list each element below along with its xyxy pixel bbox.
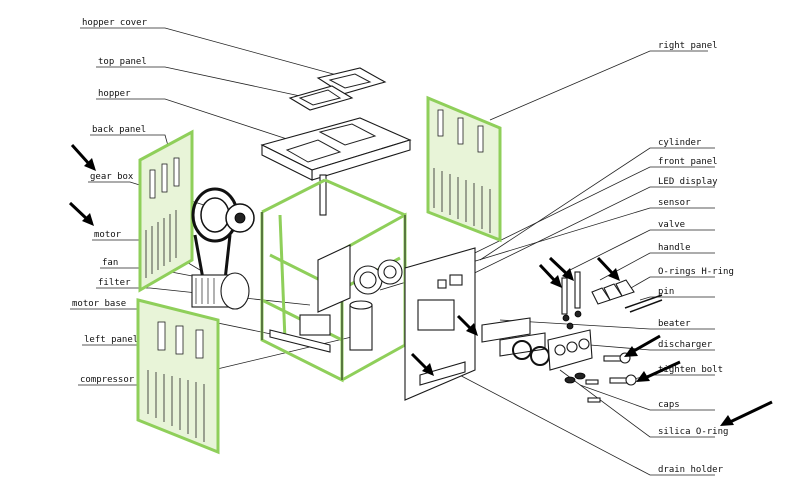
front-panel-part <box>404 247 476 401</box>
label-hopper: hopper <box>98 89 131 99</box>
back-panel-part <box>138 129 194 293</box>
label-tighten-bolt: tighten bolt <box>658 365 723 375</box>
label-cylinder: cylinder <box>658 138 702 148</box>
label-sensor: sensor <box>658 198 691 208</box>
label-back-panel: back panel <box>92 125 146 135</box>
label-filter: filter <box>98 278 131 288</box>
valve-part <box>561 271 582 330</box>
label-motor-base: motor base <box>72 299 126 309</box>
label-drain-holder: drain holder <box>658 465 724 475</box>
label-left-panel: left panel <box>84 335 138 345</box>
label-silica-o-ring: silica O-ring <box>658 427 728 437</box>
label-valve: valve <box>658 220 685 230</box>
motor-gearbox-part <box>191 187 255 310</box>
label-right-panel: right panel <box>658 41 718 51</box>
tighten-bolt-part <box>603 352 637 386</box>
left-panel-part <box>136 298 220 455</box>
label-motor: motor <box>94 230 122 240</box>
handle-part <box>591 279 635 305</box>
label-o-rings-h-ring: O-rings H-ring <box>658 267 734 277</box>
label-front-panel: front panel <box>658 157 718 167</box>
caps-part <box>564 372 601 403</box>
label-compressor: compressor <box>80 375 135 385</box>
label-handle: handle <box>658 243 691 253</box>
label-discharger: discharger <box>658 340 713 350</box>
compressor-part <box>269 244 403 353</box>
label-gear-box: gear box <box>90 172 134 182</box>
label-pin: pin <box>658 287 674 297</box>
label-led-display: LED display <box>658 177 718 187</box>
discharger-part <box>547 329 593 371</box>
label-top-panel: top panel <box>98 57 147 67</box>
pointer-arrows <box>68 143 773 426</box>
label-fan: fan <box>102 258 118 268</box>
beater-part <box>481 317 550 366</box>
label-beater: beater <box>658 319 691 329</box>
hopper-cover-part <box>288 67 387 111</box>
label-caps: caps <box>658 400 680 410</box>
hopper-part <box>260 117 412 216</box>
label-hopper-cover: hopper cover <box>82 18 148 28</box>
pin-part <box>624 294 663 313</box>
right-panel-part <box>426 95 502 243</box>
